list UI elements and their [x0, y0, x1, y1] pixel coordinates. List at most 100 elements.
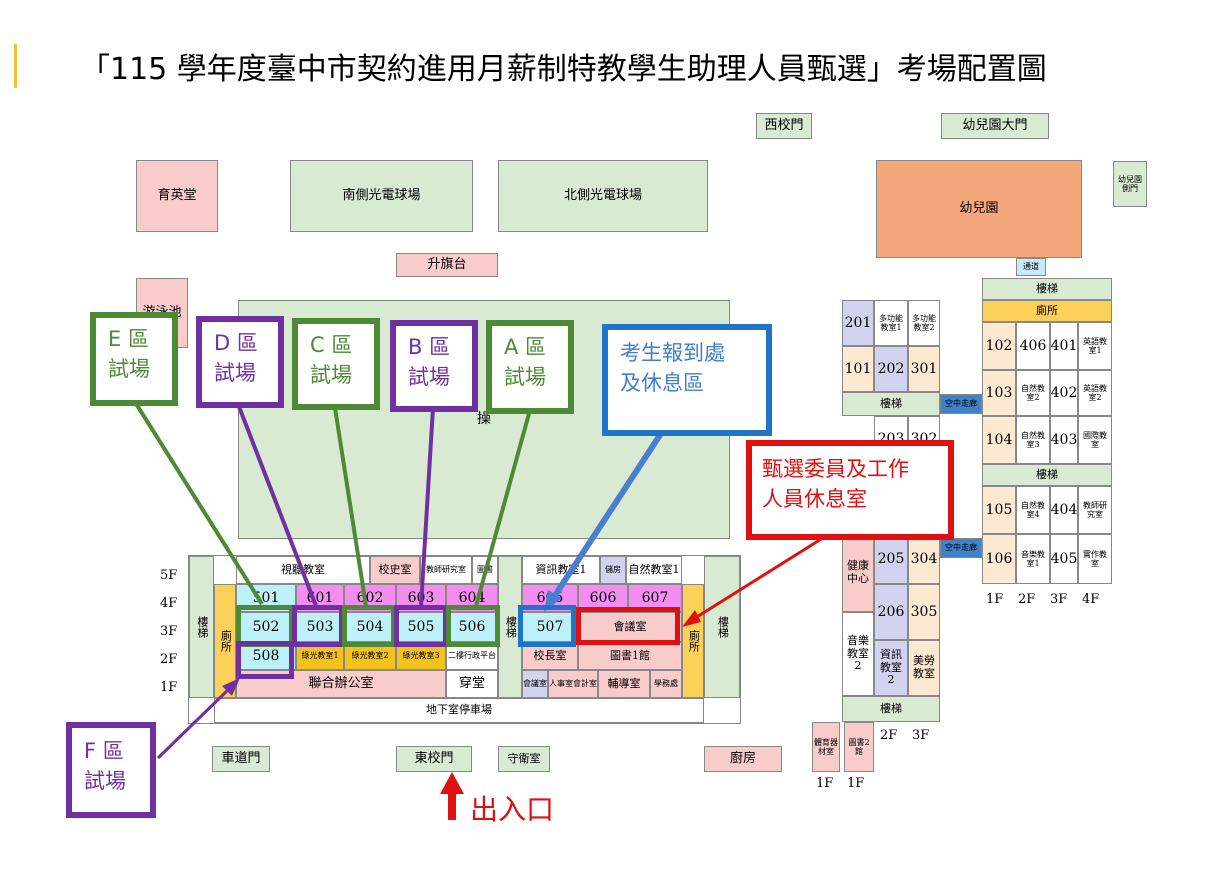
- highlight-conference: [576, 607, 680, 645]
- science-room-3: 自然教室3: [1016, 416, 1050, 464]
- car-gate: 車道門: [212, 746, 270, 772]
- committee-room-label: 甄選委員及工作 人員休息室: [746, 440, 954, 540]
- music-room-1: 音樂教室1: [1016, 534, 1050, 584]
- floor-labels: 5F 4F 3F 2F 1F: [160, 562, 184, 702]
- right-a-floor-3f: 3F: [912, 728, 930, 743]
- room-106: 106: [982, 534, 1016, 584]
- line-d: [236, 403, 318, 607]
- right-b-floor-3f: 3F: [1050, 592, 1068, 607]
- basement-parking: 地下室停車場: [214, 698, 704, 723]
- room-conference: 會議室: [578, 612, 682, 642]
- right-b-floor-4f: 4F: [1082, 592, 1100, 607]
- international-room: 國際教室: [1078, 416, 1112, 464]
- room-201: 201: [842, 300, 874, 346]
- line-a: [474, 409, 532, 607]
- room-104: 104: [982, 416, 1016, 464]
- room-202: 202: [874, 346, 908, 392]
- room-multi-2: 多功能教室2: [908, 300, 940, 346]
- kindergarten-main-gate: 幼兒園大門: [941, 113, 1049, 139]
- room-101: 101: [842, 346, 874, 392]
- english-room-2: 英語教室2: [1078, 370, 1112, 416]
- line-e: [133, 400, 264, 606]
- room-personnel-accounting: 人事室會計室: [548, 670, 598, 698]
- small-floor-1: 1F: [816, 776, 834, 791]
- room-meeting-1f: 會議室: [522, 670, 548, 698]
- arrowhead-committee: [682, 610, 701, 627]
- kindergarten-side-gate: 幼兒園側門: [1113, 161, 1147, 207]
- room-504: 504: [344, 612, 396, 642]
- right-b-toilet: 廁所: [982, 300, 1112, 322]
- highlight-508: [236, 641, 294, 679]
- main-left-toilet: 廁所: [214, 584, 236, 698]
- art-room: 美勞教室: [908, 640, 940, 696]
- sports-equipment-room: 體育器材室: [812, 722, 840, 772]
- library-2: 圖書2館: [844, 722, 874, 772]
- room-305: 305: [908, 584, 940, 640]
- highlight-506: [446, 605, 500, 647]
- room-502: 502: [236, 612, 296, 642]
- main-right-toilet: 廁所: [682, 584, 704, 698]
- room-403: 403: [1050, 416, 1078, 464]
- kindergarten-corridor: 通道: [1016, 258, 1046, 276]
- health-center: 健康中心: [842, 534, 874, 612]
- right-a-stairs-lower: 樓梯: [842, 696, 940, 722]
- entrance-label: 出入口: [470, 793, 555, 826]
- right-a-floor-2f: 2F: [880, 728, 898, 743]
- room-402: 402: [1050, 370, 1078, 416]
- arrowhead-f: [222, 678, 240, 696]
- highlight-504: [342, 605, 396, 647]
- highlight-507: [518, 605, 576, 647]
- floor-label-2f: 2F: [160, 652, 178, 667]
- main-left-stairs: 樓梯: [189, 556, 214, 698]
- yuying-hall: 育英堂: [136, 160, 218, 232]
- east-gate: 東校門: [396, 746, 472, 772]
- room-406: 406: [1016, 322, 1050, 370]
- main-right-stairs: 樓梯: [704, 556, 740, 698]
- kitchen: 廚房: [704, 746, 782, 772]
- north-court: 北側光電球場: [498, 160, 708, 232]
- area-d-label: D 區 試場: [196, 316, 284, 408]
- kindergarten: 幼兒園: [876, 160, 1082, 258]
- area-f-label: F 區 試場: [66, 722, 156, 818]
- south-court: 南側光電球場: [290, 160, 473, 232]
- small-floor-2: 1F: [847, 776, 865, 791]
- room-counseling: 輔導室: [598, 670, 650, 698]
- room-206: 206: [874, 584, 908, 640]
- room-505: 505: [396, 612, 446, 642]
- right-b-floor-2f: 2F: [1018, 592, 1036, 607]
- room-science-1: 自然教室1: [626, 556, 682, 584]
- room-404: 404: [1050, 486, 1078, 534]
- flagpole: 升旗台: [396, 253, 498, 277]
- room-multi-1: 多功能教室1: [874, 300, 908, 346]
- line-c: [333, 407, 368, 607]
- room-teacher-research: 教師研究室: [420, 556, 472, 584]
- skywalk-lower: 空中走廊: [940, 538, 982, 558]
- room-205: 205: [874, 534, 908, 584]
- sports-field-label: 操: [477, 411, 491, 428]
- room-103: 103: [982, 370, 1016, 416]
- area-a-label: A 區 試場: [486, 320, 574, 414]
- line-checkin: [549, 430, 665, 602]
- right-a-stairs-upper: 樓梯: [842, 392, 940, 416]
- room-401: 401: [1050, 322, 1078, 370]
- area-b-label: B 區 試場: [390, 320, 478, 412]
- guard-room: 守衛室: [498, 746, 550, 772]
- english-room-1: 英語教室1: [1078, 322, 1112, 370]
- floor-label-5f: 5F: [160, 568, 178, 583]
- line-f: [156, 686, 232, 760]
- room-105: 105: [982, 486, 1016, 534]
- right-b-floor-1f: 1F: [986, 592, 1004, 607]
- room-library-1: 圖書1館: [578, 642, 682, 670]
- music-room-2: 音樂教室2: [842, 612, 874, 696]
- west-gate: 西校門: [756, 113, 812, 139]
- right-b-stairs-mid: 樓梯: [982, 464, 1112, 486]
- checkin-area-label: 考生報到處 及休息區: [602, 324, 772, 436]
- room-405: 405: [1050, 534, 1078, 584]
- page-title: 「115 學年度臺中市契約進用月薪制特教學生助理人員甄選」考場配置圖: [80, 52, 1047, 87]
- room-hallway: 穿堂: [446, 670, 498, 698]
- area-e-label: E 區 試場: [90, 312, 178, 406]
- room-102: 102: [982, 322, 1016, 370]
- computer-room-2: 資訊教室2: [874, 640, 908, 696]
- room-503: 503: [296, 612, 344, 642]
